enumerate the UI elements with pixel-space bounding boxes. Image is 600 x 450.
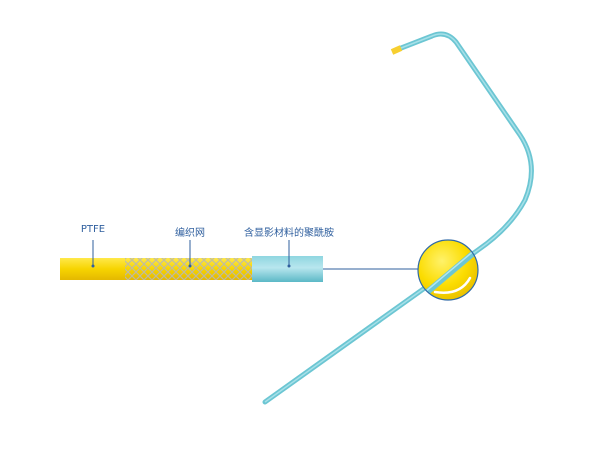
magnifier-circle	[417, 239, 479, 301]
label-braid: 编织网	[175, 228, 205, 239]
label-ptfe: PTFE	[80, 224, 106, 235]
leader-lines	[92, 240, 418, 270]
label-polyamide: 含显影材料的聚酰胺	[244, 228, 334, 239]
curved-catheter	[262, 31, 534, 405]
catheter-tip	[390, 45, 403, 55]
polyamide-section	[252, 256, 323, 282]
braid-section	[125, 258, 253, 280]
